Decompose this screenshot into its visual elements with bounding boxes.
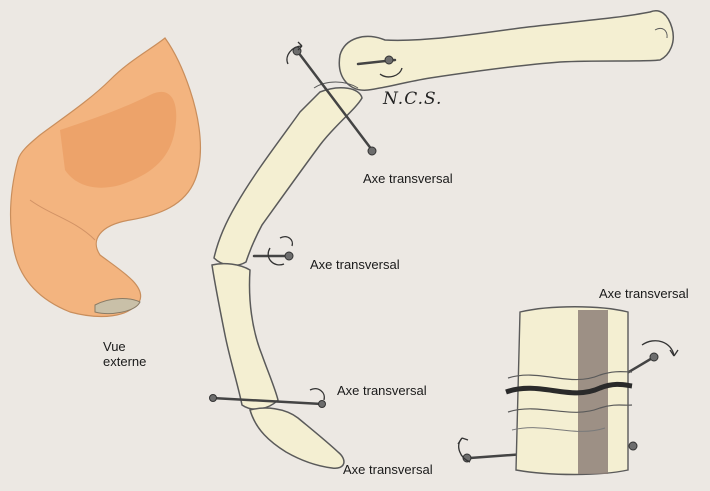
- toe-bones: [250, 408, 344, 468]
- upper-bone: [339, 11, 673, 90]
- paw-external-view: [11, 38, 201, 316]
- label-axe-top: Axe transversal: [363, 171, 453, 186]
- pin-head-icon: [368, 147, 376, 155]
- pin-head-icon: [210, 395, 217, 402]
- label-vue-line2: externe: [103, 354, 146, 369]
- rotation-arrow-icon: [642, 341, 674, 356]
- pin-head-icon: [650, 353, 658, 361]
- lower-bone: [212, 264, 278, 410]
- label-axe-foot: Axe transversal: [343, 462, 433, 477]
- ncs-annotation: N.C.S.: [383, 89, 442, 109]
- pin-head-icon: [385, 56, 393, 64]
- label-axe-ankle: Axe transversal: [337, 383, 427, 398]
- pin-head-icon: [319, 401, 326, 408]
- rotation-arrow-icon: [310, 389, 324, 400]
- pin-head-icon: [629, 442, 637, 450]
- label-vue-line1: Vue: [103, 339, 126, 354]
- middle-bone: [214, 82, 362, 265]
- label-axe-knee: Axe transversal: [310, 257, 400, 272]
- detail-inset: [506, 307, 632, 475]
- label-axe-detail: Axe transversal: [599, 286, 689, 301]
- pin-head-icon: [285, 252, 293, 260]
